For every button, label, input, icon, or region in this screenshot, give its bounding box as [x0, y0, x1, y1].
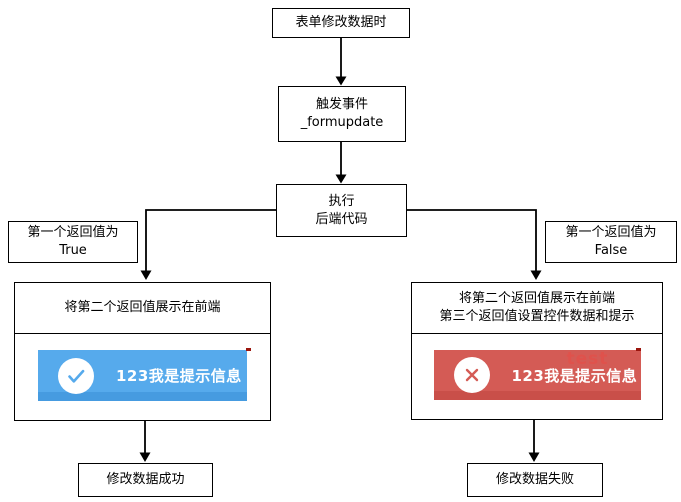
- toast-preview-area: 123我是提示信息: [15, 334, 270, 420]
- check-circle-icon: [58, 357, 94, 394]
- node-modify-failure: 修改数据失败: [467, 463, 603, 497]
- arrowhead-success: [139, 452, 151, 462]
- node-label-line2: True: [59, 243, 87, 258]
- arrowhead-failure: [528, 452, 540, 462]
- node-condition-false: 第一个返回值为 False: [545, 221, 677, 263]
- node-label: 修改数据成功: [106, 472, 185, 488]
- node-modify-success: 修改数据成功: [78, 463, 213, 497]
- arrowhead-right-branch: [530, 270, 542, 280]
- red-mark-artifact-right: [636, 348, 641, 351]
- node-title-line1: 将第二个返回值展示在前端: [458, 290, 615, 306]
- node-execute-backend: 执行 后端代码: [276, 184, 407, 237]
- node-label-line1: 执行: [328, 193, 355, 209]
- node-title: 将第二个返回值展示在前端 第三个返回值设置控件数据和提示: [412, 283, 662, 334]
- arrowhead-left-branch: [140, 270, 152, 280]
- node-label-line2: False: [594, 243, 628, 258]
- arrowhead-execute: [335, 174, 347, 184]
- test-watermark: test: [566, 349, 609, 369]
- node-title-text: 将第二个返回值展示在前端: [64, 299, 221, 315]
- toast-message: 123我是提示信息: [511, 366, 638, 385]
- toast-preview-area: test 123我是提示信息: [412, 334, 662, 419]
- arrowhead-trigger: [335, 76, 347, 86]
- node-form-update: 表单修改数据时: [272, 8, 410, 38]
- node-show-second-return: 将第二个返回值展示在前端 123我是提示信息: [14, 282, 271, 421]
- node-label-line2: 后端代码: [315, 211, 368, 227]
- connector-execute-to-left: [145, 209, 276, 271]
- node-title: 将第二个返回值展示在前端: [15, 283, 270, 334]
- x-circle-icon: [453, 357, 490, 393]
- node-label-line1: 触发事件: [315, 97, 368, 113]
- node-condition-true: 第一个返回值为 True: [8, 221, 138, 263]
- node-label: 修改数据失败: [495, 472, 574, 488]
- node-show-second-set-third: 将第二个返回值展示在前端 第三个返回值设置控件数据和提示 test 123我是提…: [411, 282, 663, 420]
- node-label-line1: 第一个返回值为: [565, 225, 657, 241]
- error-toast: test 123我是提示信息: [433, 349, 641, 400]
- node-label-line2: _formupdate: [300, 115, 384, 130]
- red-mark-artifact-left: [246, 348, 251, 351]
- node-label: 表单修改数据时: [295, 15, 387, 31]
- connector-execute-to-right: [407, 209, 537, 271]
- success-toast: 123我是提示信息: [38, 350, 247, 401]
- node-trigger-event: 触发事件 _formupdate: [278, 86, 406, 142]
- node-title-line2: 第三个返回值设置控件数据和提示: [439, 309, 635, 324]
- toast-message: 123我是提示信息: [116, 367, 242, 385]
- node-label-line1: 第一个返回值为: [27, 225, 119, 241]
